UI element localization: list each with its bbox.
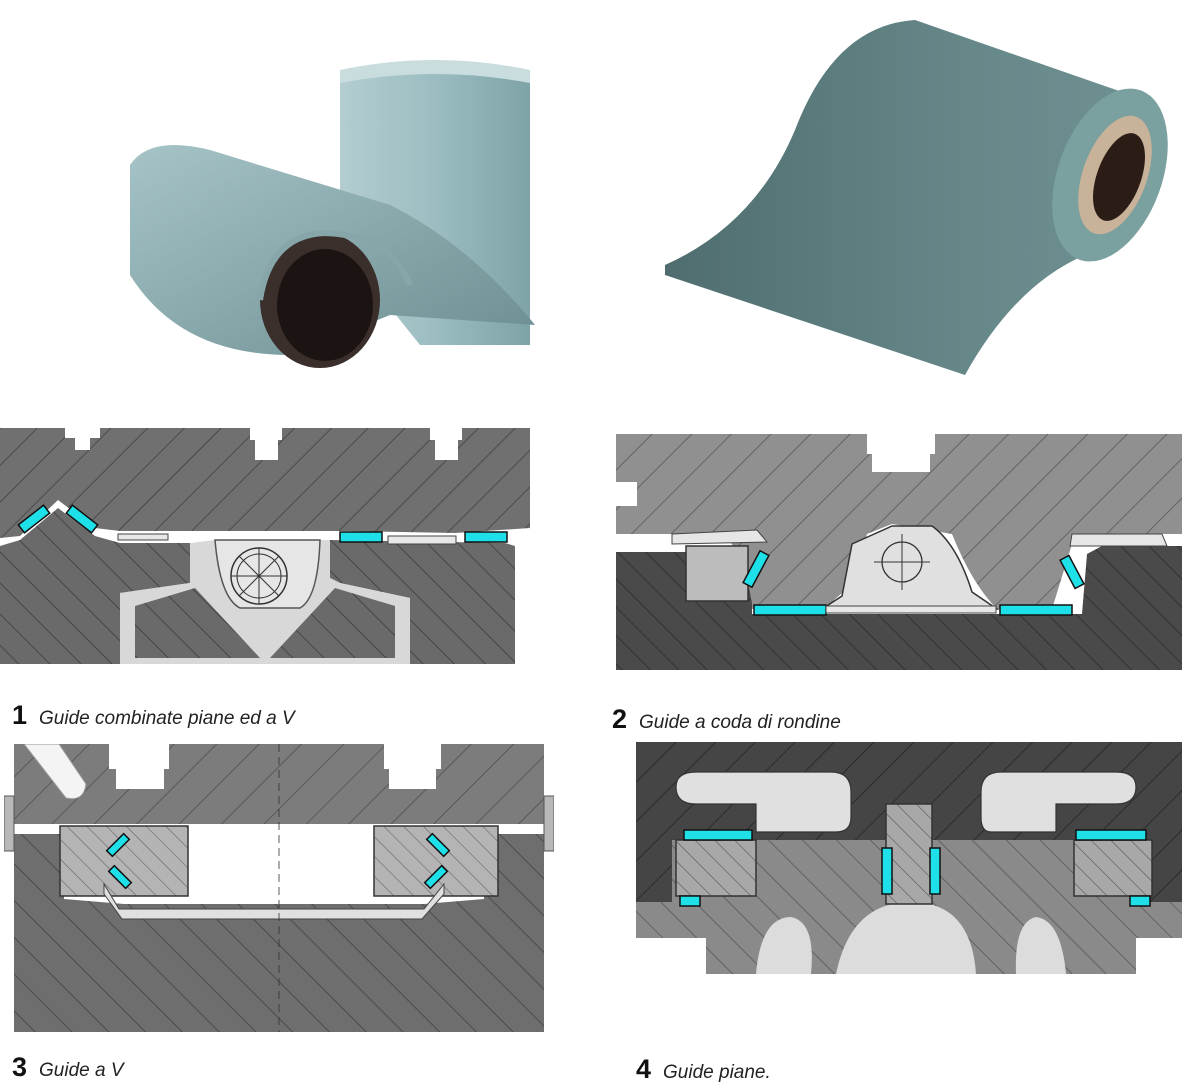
figure-1-title: Guide combinate piane ed a V xyxy=(39,708,295,729)
figure-3-number: 3 xyxy=(12,1052,28,1082)
figure-3-title: Guide a V xyxy=(39,1060,124,1081)
liner-roll-photo-right xyxy=(665,10,1175,375)
figure-4-title: Guide piane. xyxy=(663,1062,771,1083)
figure-4-flat-guides xyxy=(636,742,1184,974)
figure-1-combined-flat-v-guides xyxy=(0,428,532,664)
figure-1-caption: 1 Guide combinate piane ed a V xyxy=(12,700,295,731)
figure-4-caption: 4 Guide piane. xyxy=(636,1054,771,1085)
figure-2-number: 2 xyxy=(612,704,628,734)
figure-4-number: 4 xyxy=(636,1054,652,1084)
figure-3-v-guides xyxy=(4,744,554,1032)
figure-2-caption: 2 Guide a coda di rondine xyxy=(612,704,841,735)
figure-2-title: Guide a coda di rondine xyxy=(639,712,841,733)
liner-roll-photo-left xyxy=(90,55,550,375)
figure-1-number: 1 xyxy=(12,700,28,730)
figure-3-caption: 3 Guide a V xyxy=(12,1052,124,1083)
figure-2-dovetail-guides xyxy=(612,434,1184,670)
